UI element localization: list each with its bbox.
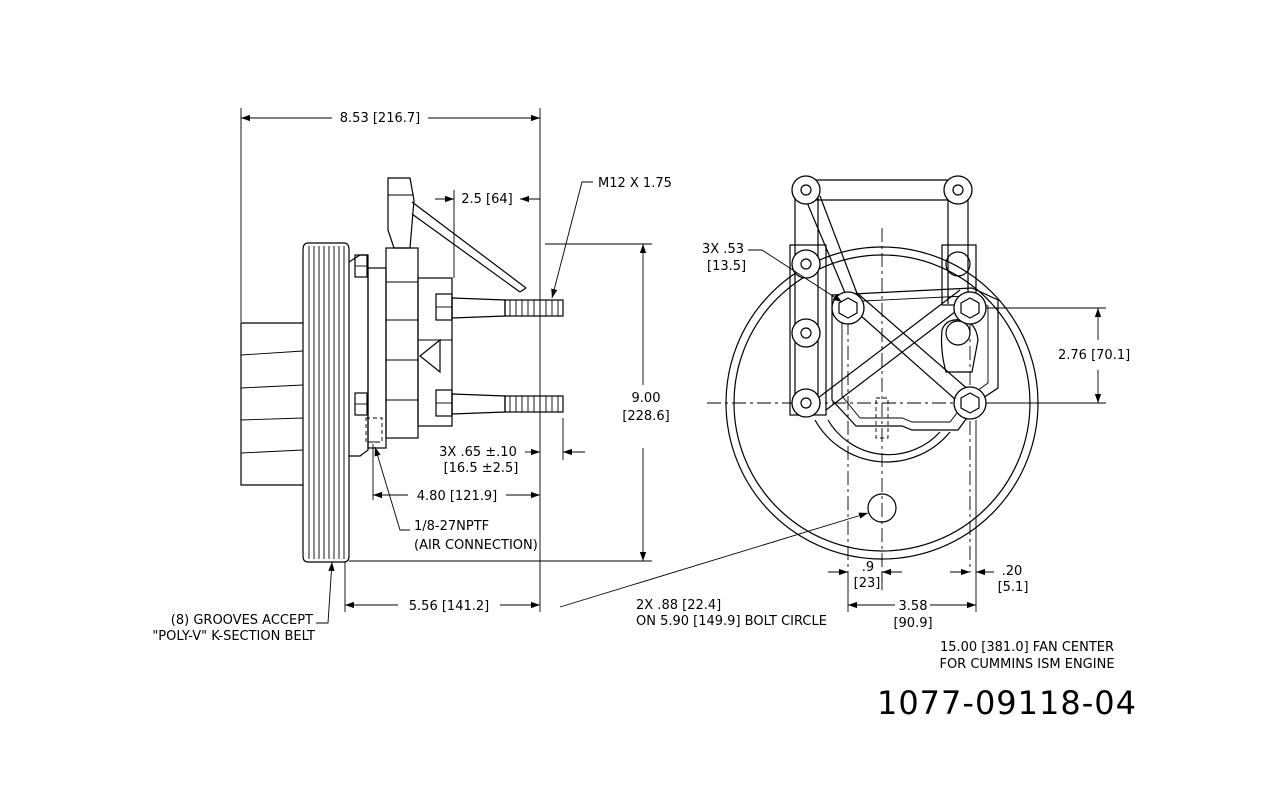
dim-0-20-mm: [5.1] <box>998 580 1029 595</box>
dim-depth-4-80: 4.80 [121.9] <box>417 489 497 504</box>
bolt-circle-line1: 2X .88 [22.4] <box>636 598 721 613</box>
holes-callout-in: 3X .53 <box>702 242 744 257</box>
mounting-hole-bottom <box>953 386 987 420</box>
dim-height-in: 9.00 <box>632 391 661 406</box>
dim-depth-5-56: 5.56 [141.2] <box>409 599 489 614</box>
mounting-hole-left <box>831 291 865 325</box>
thread-callout: M12 X 1.75 <box>598 176 672 191</box>
dim-vertical-offset: 2.76 [70.1] <box>1058 348 1130 363</box>
dim-overall-length: 8.53 [216.7] <box>340 111 420 126</box>
mounting-hole-right <box>953 291 987 325</box>
side-view <box>240 177 564 563</box>
dim-height-mm: [228.6] <box>622 409 669 424</box>
fan-center-note-line1: 15.00 [381.0] FAN CENTER <box>940 640 1114 655</box>
grooves-note-line1: (8) GROOVES ACCEPT <box>171 613 313 628</box>
front-view-dimensions <box>559 249 1106 612</box>
dim-0-9-in: .9 <box>862 560 874 575</box>
dim-3-58-in: 3.58 <box>899 599 928 614</box>
dim-3-58-mm: [90.9] <box>893 616 932 631</box>
side-view-dimensions <box>240 108 652 624</box>
fan-center-note-line2: FOR CUMMINS ISM ENGINE <box>939 657 1114 672</box>
holes-callout-mm: [13.5] <box>707 259 746 274</box>
lower-stud <box>435 389 564 417</box>
dim-offset-2-5: 2.5 [64] <box>461 192 513 207</box>
upper-stud <box>435 293 564 321</box>
dim-0-9-mm: [23] <box>854 576 881 591</box>
front-view <box>707 175 1062 582</box>
air-connection-thread: 1/8-27NPTF <box>414 519 489 534</box>
dim-stud-length-mm: [16.5 ±2.5] <box>444 461 519 476</box>
dim-0-20-in: .20 <box>1002 564 1023 579</box>
grooves-note-line2: "POLY-V" K-SECTION BELT <box>152 629 315 644</box>
dim-stud-length-in: 3X .65 ±.10 <box>439 445 517 460</box>
part-number: 1077-09118-04 <box>877 684 1137 722</box>
bolt-circle-line2: ON 5.90 [149.9] BOLT CIRCLE <box>636 614 827 629</box>
air-connection-label: (AIR CONNECTION) <box>414 538 538 553</box>
pulley-grooves <box>302 242 350 563</box>
